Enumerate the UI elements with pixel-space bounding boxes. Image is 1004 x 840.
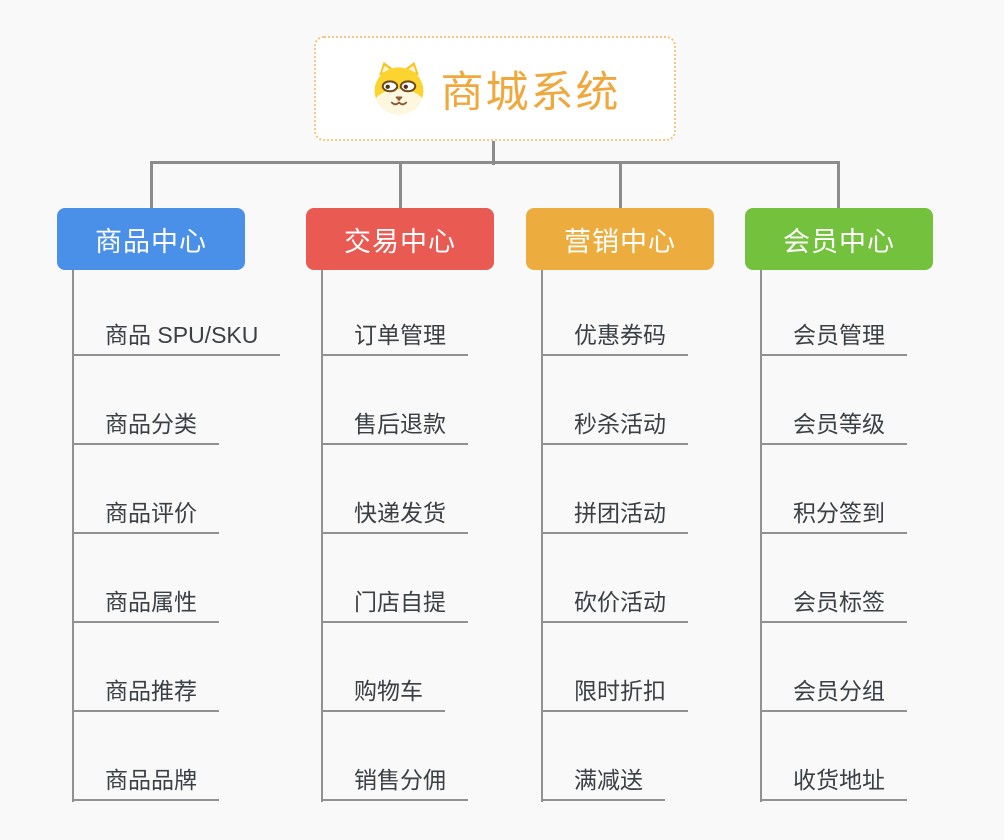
leaf-topic[interactable]: 商品评价	[72, 498, 219, 534]
leaf-topic[interactable]: 商品属性	[72, 587, 219, 623]
branch-topic-member-center[interactable]: 会员中心	[745, 208, 933, 270]
connector-trunk-2	[321, 270, 323, 802]
leaf-topic[interactable]: 会员等级	[760, 409, 907, 445]
leaf-topic[interactable]: 满减送	[541, 765, 665, 801]
leaf-topic[interactable]: 快递发货	[321, 498, 468, 534]
leaf-topic[interactable]: 收货地址	[760, 765, 907, 801]
leaf-topic[interactable]: 购物车	[321, 676, 445, 712]
leaf-topic[interactable]: 商品品牌	[72, 765, 219, 801]
leaf-topic[interactable]: 优惠券码	[541, 320, 688, 356]
leaf-topic[interactable]: 秒杀活动	[541, 409, 688, 445]
connector-trunk-3	[541, 270, 543, 802]
branch-label: 交易中心	[344, 226, 456, 257]
connector-drop-3	[619, 161, 622, 209]
branch-topic-product-center[interactable]: 商品中心	[57, 208, 245, 270]
branch-label: 会员中心	[783, 226, 895, 257]
leaf-topic[interactable]: 售后退款	[321, 409, 468, 445]
branch-label: 商品中心	[95, 226, 207, 257]
leaf-topic[interactable]: 会员管理	[760, 320, 907, 356]
branch-topic-marketing-center[interactable]: 营销中心	[526, 208, 714, 270]
leaf-topic[interactable]: 积分签到	[760, 498, 907, 534]
connector-trunk-4	[760, 270, 762, 802]
connector-root-stub	[492, 139, 495, 165]
leaf-topic[interactable]: 会员标签	[760, 587, 907, 623]
dog-face-icon	[374, 61, 423, 114]
leaf-topic[interactable]: 会员分组	[760, 676, 907, 712]
leaf-topic[interactable]: 拼团活动	[541, 498, 688, 534]
root-topic[interactable]: 商城系统	[314, 36, 676, 141]
connector-drop-4	[837, 161, 840, 209]
leaf-topic[interactable]: 订单管理	[321, 320, 468, 356]
leaf-topic[interactable]: 砍价活动	[541, 587, 688, 623]
connector-trunk-1	[72, 270, 74, 802]
leaf-topic[interactable]: 销售分佣	[321, 765, 468, 801]
leaf-topic[interactable]: 商品分类	[72, 409, 219, 445]
branch-topic-trade-center[interactable]: 交易中心	[306, 208, 494, 270]
leaf-topic[interactable]: 商品 SPU/SKU	[72, 320, 281, 356]
connector-drop-2	[399, 161, 402, 209]
connector-drop-1	[150, 161, 153, 209]
branch-label: 营销中心	[564, 226, 676, 257]
leaf-topic[interactable]: 商品推荐	[72, 676, 219, 712]
leaf-topic[interactable]: 限时折扣	[541, 676, 688, 712]
root-topic-title: 商城系统	[440, 68, 621, 117]
connector-bus	[150, 161, 840, 164]
leaf-topic[interactable]: 门店自提	[321, 587, 468, 623]
